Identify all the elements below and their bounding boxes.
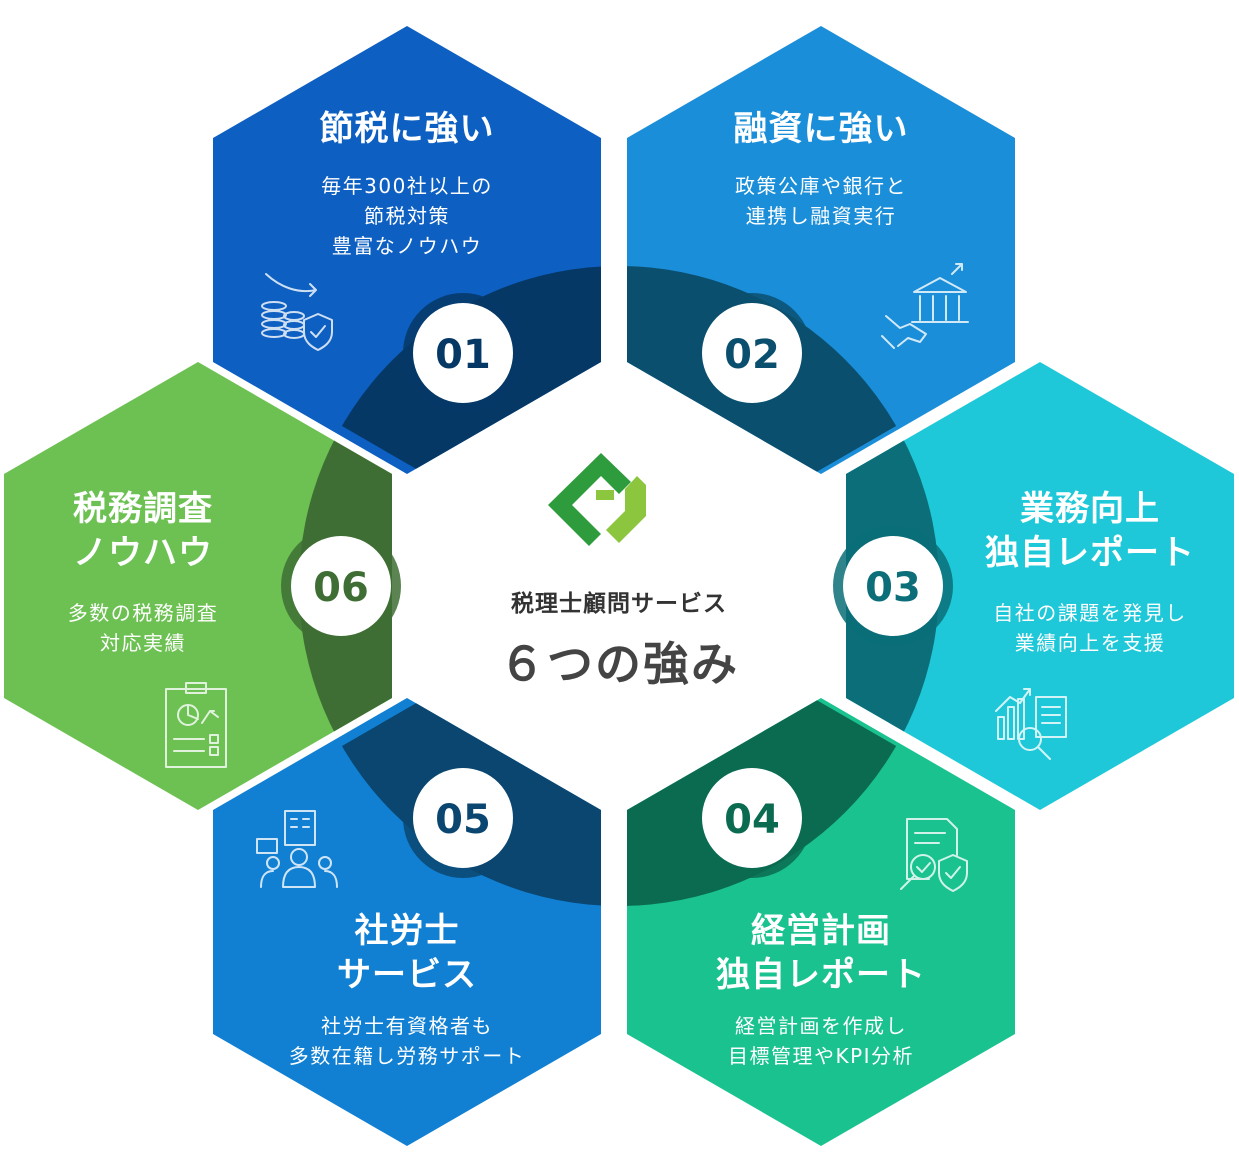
clipboard-chart-icon <box>165 682 227 768</box>
ring-segment-06 <box>299 386 392 786</box>
strength-description-05: 社労士有資格者も <box>321 1014 493 1038</box>
number-badge-02: 02 <box>692 293 812 413</box>
center-hexagon <box>425 362 813 810</box>
strength-description-05: 多数在籍し労務サポート <box>289 1044 526 1068</box>
strength-title-03: 業務向上 <box>1020 489 1160 529</box>
bank-handshake-icon <box>881 263 969 349</box>
badge-number: 01 <box>435 332 491 378</box>
strength-description-06: 多数の税務調査 <box>68 601 219 625</box>
badge-number: 06 <box>313 565 369 611</box>
strength-description-03: 自社の課題を発見し <box>993 601 1187 625</box>
strength-description-01: 毎年300社以上の <box>321 174 493 198</box>
ring-segment-03 <box>846 386 939 786</box>
strength-hexagon-03 <box>846 362 1234 810</box>
staff-building-icon <box>256 810 338 888</box>
center-subtitle: 税理士顧問サービス <box>511 590 727 617</box>
strength-title-04: 独自レポート <box>716 955 926 995</box>
center-logo <box>548 453 646 546</box>
strength-title-06: ノウハウ <box>73 533 213 573</box>
number-badge-03: 03 <box>833 526 953 646</box>
strength-description-02: 連携し融資実行 <box>746 204 897 228</box>
badge-number: 05 <box>435 797 491 843</box>
strength-title-06: 税務調査 <box>73 489 213 529</box>
strength-title-03: 独自レポート <box>985 533 1195 573</box>
strength-title-01: 節税に強い <box>320 109 495 149</box>
strength-title-04: 経営計画 <box>751 911 891 951</box>
strength-title-05: 社労士 <box>355 911 460 951</box>
strength-description-01: 豊富なノウハウ <box>332 234 483 258</box>
strength-title-02: 融資に強い <box>734 109 909 149</box>
strength-description-03: 業績向上を支援 <box>1015 631 1166 655</box>
document-check-icon <box>900 818 968 892</box>
strength-description-04: 経営計画を作成し <box>735 1014 907 1038</box>
badge-number: 02 <box>724 332 780 378</box>
coins-shield-icon <box>261 273 333 351</box>
number-badge-06: 06 <box>281 526 401 646</box>
number-badge-04: 04 <box>692 758 812 878</box>
strength-description-04: 目標管理やKPI分析 <box>728 1044 914 1068</box>
strength-hexagon-06 <box>4 362 392 810</box>
strength-description-01: 節税対策 <box>364 204 450 228</box>
strength-description-06: 対応実績 <box>100 631 186 655</box>
badge-number: 03 <box>865 565 921 611</box>
number-badge-01: 01 <box>403 293 523 413</box>
strength-title-05: サービス <box>337 955 477 995</box>
strength-description-02: 政策公庫や銀行と <box>735 174 907 198</box>
badge-number: 04 <box>724 797 780 843</box>
number-badge-05: 05 <box>403 758 523 878</box>
analytics-report-icon <box>995 688 1067 760</box>
center-title: ６つの強み <box>499 637 739 691</box>
